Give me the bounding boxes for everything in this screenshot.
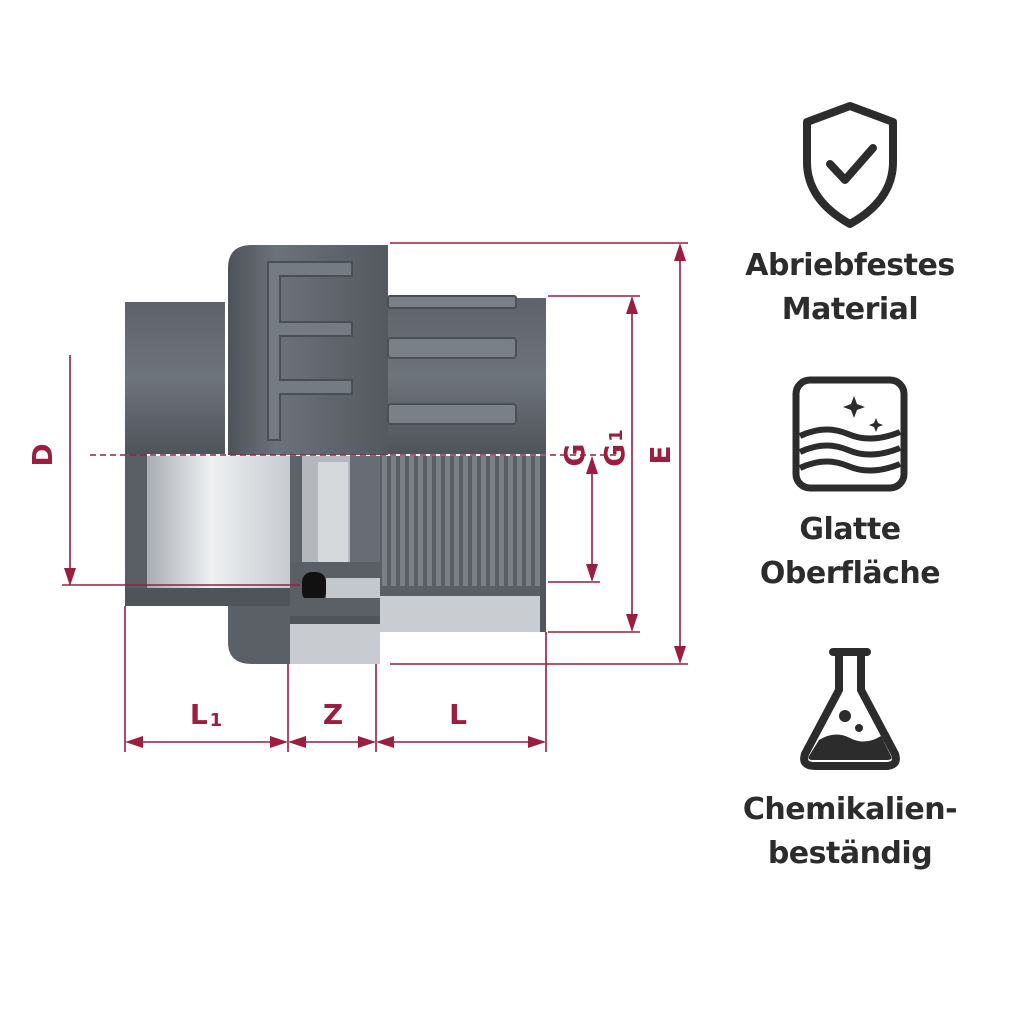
- fitting-body: [125, 245, 546, 455]
- feature-3-line1: Chemikalien-: [742, 792, 958, 827]
- right-body: [388, 298, 546, 454]
- dimension-arrows: [64, 243, 686, 748]
- feature-3-line2: beständig: [767, 836, 933, 871]
- nut-ribs: [267, 261, 353, 441]
- thread-section: [380, 456, 546, 586]
- feature-1-line2: Material: [781, 292, 919, 327]
- feature-2-line2: Oberfläche: [759, 556, 941, 591]
- feature-2-line1: Glatte: [799, 512, 901, 547]
- feature-1-line1: Abriebfestes: [745, 248, 955, 283]
- smooth-bore: [147, 456, 290, 588]
- o-ring: [302, 572, 326, 602]
- dim-label-d: D: [26, 443, 59, 466]
- dim-label-g1-main: G: [598, 444, 631, 467]
- feature-abrasion-resistant: Abriebfestes Material: [720, 100, 980, 332]
- chemical-flask-icon: [800, 648, 900, 770]
- dimension-lines: [62, 242, 688, 752]
- feature-chemical-resistant: Chemikalien- beständig: [720, 644, 980, 876]
- dim-label-g: G: [558, 444, 591, 467]
- dim-label-e: E: [644, 445, 677, 464]
- fitting-technical-drawing: D G G1 E L1 Z L: [26, 242, 688, 752]
- left-socket: [125, 302, 225, 454]
- right-body-ribs: [387, 295, 517, 425]
- dim-label-g1: G1: [598, 429, 631, 467]
- dim-label-l1-main: L: [190, 698, 208, 731]
- feature-smooth-surface: Glatte Oberfläche: [720, 374, 980, 596]
- fitting-section: [125, 454, 546, 664]
- dim-label-g1-sub: 1: [606, 429, 627, 442]
- smooth-surface-icon: [792, 376, 908, 492]
- dim-label-l1-sub: 1: [210, 710, 223, 731]
- shield-check-icon: [803, 102, 897, 228]
- dim-label-l: L: [449, 698, 467, 731]
- dim-label-z: Z: [323, 698, 343, 731]
